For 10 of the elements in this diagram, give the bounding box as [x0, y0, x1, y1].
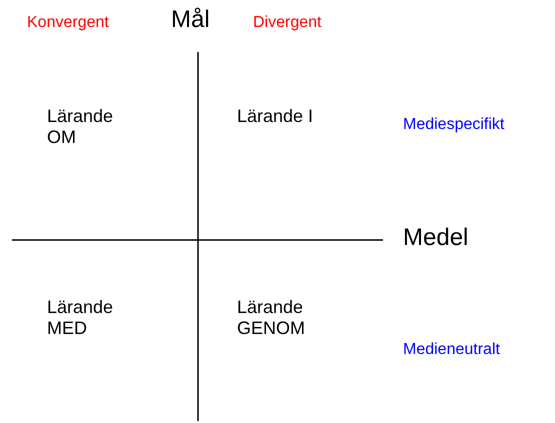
quadrant-label: Lärande GENOM	[237, 297, 306, 338]
axis-end-label: Konvergent	[27, 14, 109, 32]
axis-end-label: Medieneutralt	[403, 341, 500, 360]
axis-label: Medel	[403, 224, 468, 252]
axis-label: Mål	[171, 6, 210, 34]
quadrant-label: Lärande I	[237, 106, 314, 127]
axis-end-label: Divergent	[253, 14, 322, 32]
quadrant-label: Lärande OM	[47, 106, 114, 148]
quadrant-label: Lärande MED	[47, 297, 114, 338]
axis-end-label: Mediespecifikt	[403, 116, 504, 134]
